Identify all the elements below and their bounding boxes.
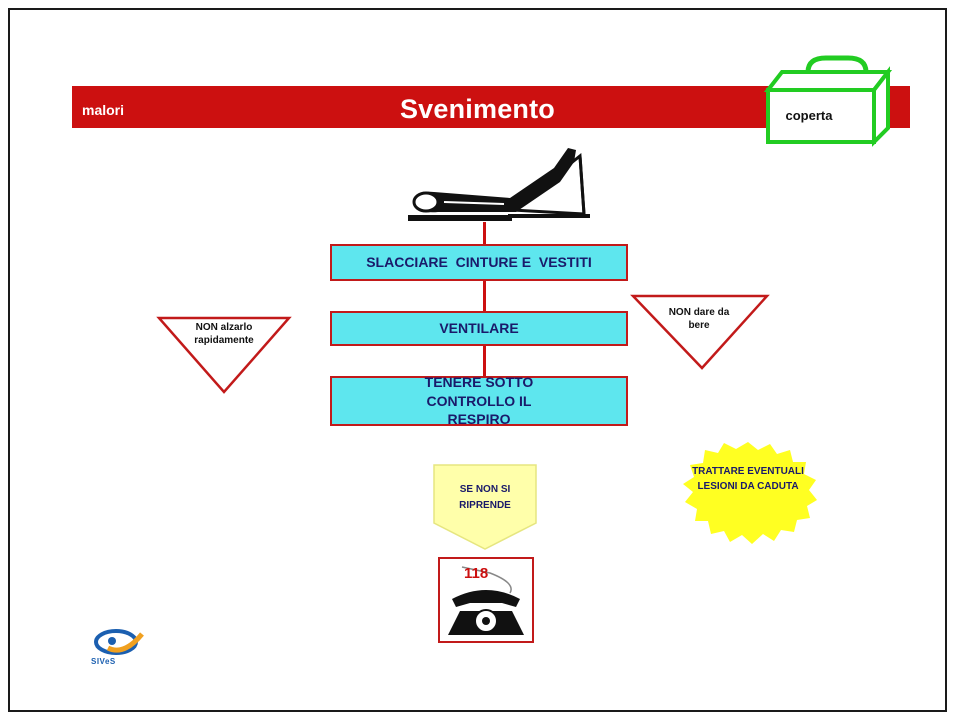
warning-left-text: NON alzarlo rapidamente: [194, 322, 254, 346]
condition-text: SE NON SI RIPRENDE: [459, 484, 511, 511]
first-aid-kit-icon: [763, 55, 893, 147]
side-note-text: TRATTARE EVENTUALI LESIONI DA CADUTA: [692, 466, 804, 492]
flow-connector: [483, 281, 486, 311]
starburst-shape: [683, 442, 817, 544]
emergency-number: 118: [464, 565, 489, 582]
logo-text: SIVeS: [91, 657, 116, 666]
step-box: TENERE SOTTO CONTROLLO IL RESPIRO: [330, 374, 628, 427]
step-label: TENERE SOTTO CONTROLLO IL RESPIRO: [424, 373, 534, 428]
slide-title: Svenimento: [399, 94, 556, 124]
patient-raised-legs-icon: [408, 148, 590, 221]
telephone-icon: [448, 566, 524, 635]
step-label: VENTILARE: [439, 320, 519, 337]
warning-right-text: NON dare da bere: [668, 307, 730, 331]
flow-connector: [483, 346, 486, 376]
warning-triangle-left: [156, 316, 292, 394]
kit-label: coperta: [785, 108, 833, 123]
warning-triangle-right: [630, 294, 770, 370]
step-label: SLACCIARE CINTURE E VESTITI: [366, 254, 592, 271]
logo-icon: [94, 629, 144, 655]
section-label: malori: [82, 102, 125, 118]
step-box: VENTILARE: [330, 311, 628, 346]
flow-connector: [483, 222, 486, 244]
down-arrow-shape: [433, 464, 537, 550]
step-box: SLACCIARE CINTURE E VESTITI: [330, 244, 628, 281]
